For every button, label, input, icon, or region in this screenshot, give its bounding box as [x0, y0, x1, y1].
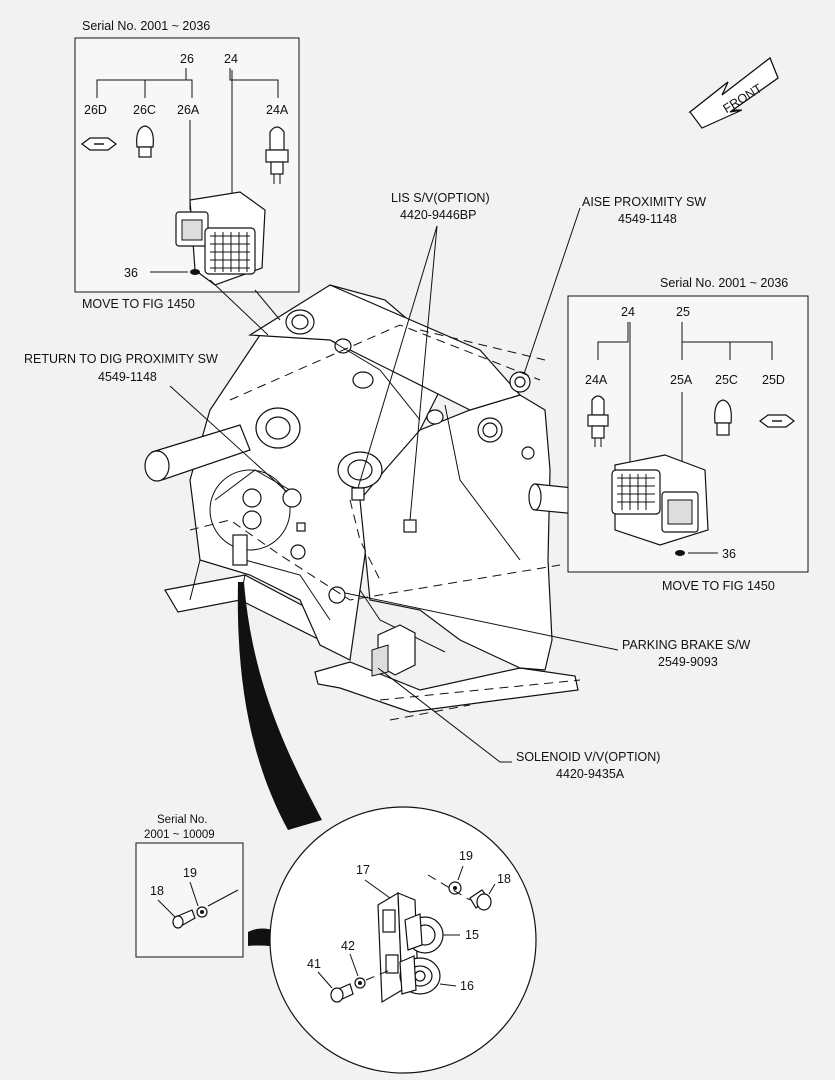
lis-sv-name: LIS S/V(OPTION) — [391, 191, 490, 205]
detail-circle: 17 19 18 15 42 41 16 — [269, 806, 537, 1074]
part-18-label: 18 — [497, 872, 511, 886]
move-to-fig-label: MOVE TO FIG 1450 — [82, 297, 195, 311]
solenoid-name: SOLENOID V/V(OPTION) — [516, 750, 660, 764]
part-24a-label: 24A — [585, 373, 608, 387]
return-dig-part: 4549-1148 — [98, 370, 157, 384]
part-25a-label: 25A — [670, 373, 693, 387]
lamp-grid — [617, 474, 655, 510]
aise-name: AISE PROXIMITY SW — [582, 195, 706, 209]
lamp-grid — [210, 232, 250, 272]
part-16-label: 16 — [460, 979, 474, 993]
part-17-label: 17 — [356, 863, 370, 877]
festoon-bulb-icon — [759, 414, 795, 428]
inset-serial-line2: 2001 ~ 10009 — [144, 829, 215, 841]
part-26-label: 26 — [180, 52, 194, 66]
bulb-25c-icon — [714, 399, 732, 436]
part-26a-label: 26A — [177, 103, 200, 117]
solenoid-part: 4420-9435A — [556, 767, 625, 781]
parking-brake-name: PARKING BRAKE S/W — [622, 638, 750, 652]
part-24-label: 24 — [224, 52, 238, 66]
part-25d-label: 25D — [762, 373, 785, 387]
part-26d-label: 26D — [84, 103, 107, 117]
halogen-bulb-icon — [587, 395, 609, 447]
lis-sv-part: 4420-9446BP — [400, 208, 476, 222]
inset-bottom-left: Serial No. 2001 ~ 10009 19 18 — [135, 814, 244, 958]
part-25c-label: 25C — [715, 373, 738, 387]
part-25-label: 25 — [676, 305, 690, 319]
main-frame-assembly — [144, 284, 641, 721]
part-26c-label: 26C — [133, 103, 156, 117]
festoon-bulb-icon — [81, 137, 117, 151]
part-36-label: 36 — [124, 266, 138, 280]
part-24-label: 24 — [621, 305, 635, 319]
bulb-26c-icon — [136, 125, 154, 158]
return-dig-name: RETURN TO DIG PROXIMITY SW — [24, 352, 218, 366]
callouts: LIS S/V(OPTION) 4420-9446BP AISE PROXIMI… — [24, 191, 750, 781]
parking-brake-part: 2549-9093 — [658, 655, 718, 669]
part-36-label: 36 — [722, 547, 736, 561]
inset-right: Serial No. 2001 ~ 2036 24 25 24A 25A 25C… — [567, 276, 809, 593]
inset-serial: Serial No. 2001 ~ 2036 — [82, 19, 210, 33]
aise-part: 4549-1148 — [618, 212, 677, 226]
part-42-label: 42 — [341, 939, 355, 953]
move-to-fig-label: MOVE TO FIG 1450 — [662, 579, 775, 593]
part-24a-label: 24A — [266, 103, 289, 117]
inset-serial-line1: Serial No. — [157, 814, 208, 826]
part-18-label: 18 — [150, 884, 164, 898]
part-41-label: 41 — [307, 957, 321, 971]
inset-serial: Serial No. 2001 ~ 2036 — [660, 276, 788, 290]
inset-top-left: Serial No. 2001 ~ 2036 26 24 26D 26C 26A… — [74, 19, 300, 336]
halogen-bulb-icon — [265, 126, 289, 184]
part-15-label: 15 — [465, 928, 479, 942]
part-19-label: 19 — [183, 866, 197, 880]
front-arrow: FRONT — [688, 57, 779, 129]
part-19-label: 19 — [459, 849, 473, 863]
